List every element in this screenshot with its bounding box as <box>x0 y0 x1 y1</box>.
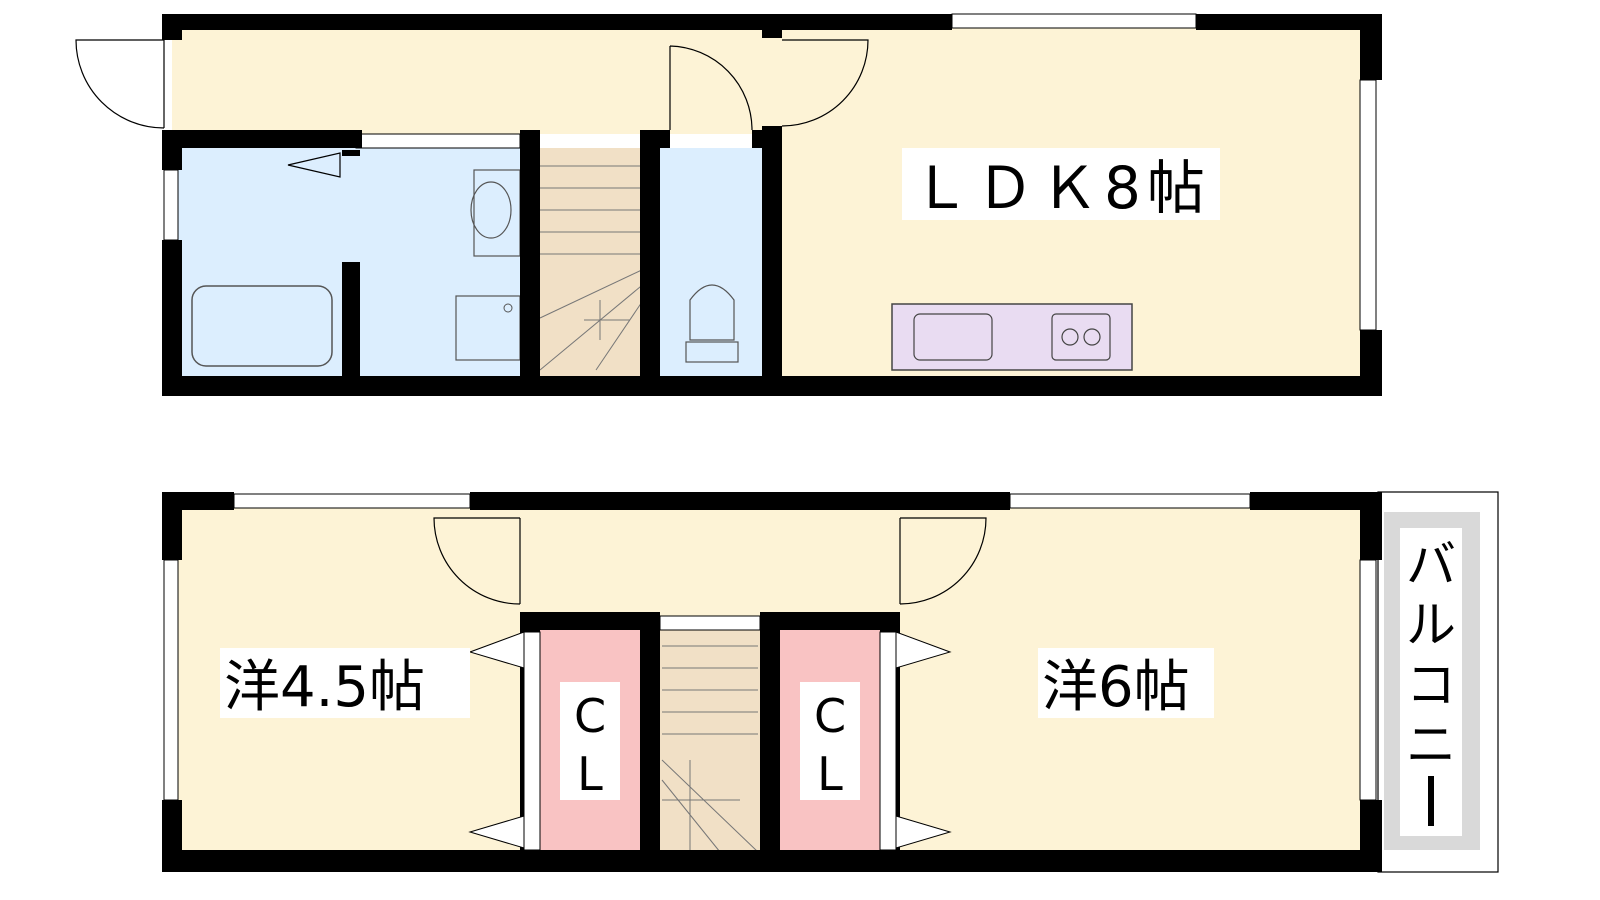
stove <box>1051 313 1111 361</box>
doors-2f <box>433 517 987 605</box>
closet-doors <box>468 631 952 851</box>
washbasin-bowl <box>470 181 512 239</box>
east-room-label-bg <box>1038 648 1214 718</box>
west-room-label-bg <box>220 648 470 718</box>
first-floor: ＬＤＫ8帖 <box>75 13 1382 396</box>
washroom-floor <box>352 134 534 384</box>
kitchen-counter <box>891 303 1133 371</box>
stairs-2f <box>660 630 760 854</box>
closet-right-label-bottom: L <box>817 747 843 801</box>
west-room-door-icon <box>433 517 521 605</box>
balcony-label-long-vowel <box>1428 776 1434 826</box>
windows-2f <box>163 493 1377 801</box>
hall-2f-floor <box>526 506 898 626</box>
balcony-label-char: コ <box>1406 656 1456 714</box>
toilet-bowl <box>689 284 735 341</box>
east-room-door-icon <box>899 517 987 605</box>
second-floor: 洋4.5帖 洋6帖 C L C L バ ル コ ニ <box>162 491 1499 873</box>
burner-right-icon <box>1083 328 1101 346</box>
balcony-label-char: ニ <box>1406 716 1456 774</box>
closet-left-label-top: C <box>574 689 606 743</box>
bath-door-icon <box>287 152 341 178</box>
bathtub <box>191 285 333 367</box>
burner-left-icon <box>1061 328 1079 346</box>
walls-1f <box>162 14 1382 396</box>
toilet-tank <box>685 341 739 363</box>
balcony-label-char: バ <box>1406 536 1456 594</box>
ldk-door-icon <box>781 39 869 127</box>
bathroom-floor <box>172 134 352 384</box>
closet-left-label-bottom: L <box>577 747 603 801</box>
closet-right-label-bg <box>800 682 860 800</box>
stair-treads-1f <box>539 165 647 371</box>
ldk-label: ＬＤＫ8帖 <box>912 154 1211 222</box>
ldk-label-bg <box>902 148 1220 220</box>
east-room-label: 洋6帖 <box>1042 655 1190 720</box>
closet-right-label-top: C <box>814 689 846 743</box>
stair-treads-2f <box>661 645 759 853</box>
walls-2f <box>162 492 1382 872</box>
west-room-label: 洋4.5帖 <box>224 655 425 720</box>
corridor-floor <box>172 26 772 134</box>
balcony-label-char: ル <box>1406 596 1456 654</box>
toilet-door-icon <box>669 45 753 131</box>
kitchen-sink <box>913 313 993 361</box>
stairs-1f <box>534 148 652 384</box>
closet-left-label-bg <box>560 682 620 800</box>
drain-icon <box>503 303 513 313</box>
entrance-door-icon <box>75 39 165 129</box>
toilet-floor <box>652 148 772 384</box>
windows-1f <box>163 13 1377 331</box>
doors-1f <box>75 39 869 178</box>
